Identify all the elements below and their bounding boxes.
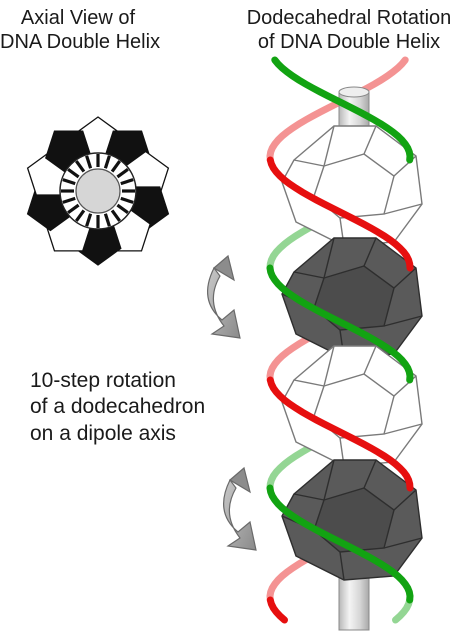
axial-spoke bbox=[110, 160, 121, 173]
dodecahedron-edge bbox=[383, 203, 423, 215]
dodecahedron-edge bbox=[393, 489, 417, 511]
axial-spoke bbox=[75, 160, 86, 173]
axial-view-title-line-2: DNA Double Helix bbox=[0, 31, 161, 54]
axial-spoke bbox=[103, 155, 111, 169]
dodecahedron-dark-upper bbox=[281, 237, 423, 359]
dodecahedron-edge bbox=[339, 551, 345, 581]
axial-view-title: Axial View of DNA Double Helix bbox=[0, 6, 161, 55]
rotation-arrow-lower bbox=[223, 466, 257, 551]
helix-strand-green bbox=[271, 56, 414, 164]
rotation-caption-line-3: on a dipole axis bbox=[30, 421, 176, 445]
helix-strand-green bbox=[392, 596, 414, 624]
rotation-caption: 10-step rotation of a dodecahedron on a … bbox=[30, 368, 250, 447]
dodecahedron-edge bbox=[383, 423, 423, 435]
dodecahedron-edge bbox=[293, 271, 325, 279]
dodecahedral-rotation-title-line-1: Dodecahedral Rotation bbox=[246, 7, 452, 29]
axial-center-axis bbox=[75, 168, 121, 214]
dodecahedron-edge bbox=[363, 125, 377, 155]
helix-strand-red bbox=[266, 596, 288, 624]
axial-spoke bbox=[120, 196, 134, 204]
dodecahedron-edge bbox=[323, 345, 335, 387]
rotation-arrow-upper bbox=[207, 254, 241, 339]
axial-spoke bbox=[103, 213, 111, 227]
dodecahedron-edge bbox=[293, 493, 325, 501]
axial-view-diagram bbox=[26, 116, 170, 266]
axial-spoke bbox=[120, 178, 134, 186]
dodecahedron-light-lower bbox=[281, 345, 423, 467]
dodecahedron-edge bbox=[393, 267, 417, 289]
dodecahedron-edge bbox=[323, 459, 335, 501]
axial-view-title-line-1: Axial View of bbox=[20, 7, 136, 29]
dodecahedron-edge bbox=[323, 125, 335, 167]
axial-spoke bbox=[116, 203, 129, 214]
axial-base-pair-spokes bbox=[61, 154, 135, 228]
axial-spoke bbox=[110, 209, 121, 222]
rotation-caption-line-2: of a dodecahedron bbox=[30, 395, 206, 419]
rotation-caption-line-1: 10-step rotation bbox=[30, 369, 176, 392]
axial-spoke bbox=[75, 209, 86, 222]
dodecahedron-edge bbox=[293, 159, 325, 167]
dodecahedron-edge bbox=[363, 237, 377, 267]
dodecahedral-rotation-title-line-2: of DNA Double Helix bbox=[257, 31, 441, 54]
helix-strand-red bbox=[266, 156, 414, 272]
dodecahedron-edge bbox=[323, 237, 335, 279]
dodecahedron-edge bbox=[293, 379, 325, 387]
axial-spoke bbox=[62, 178, 76, 186]
helix-strand-green bbox=[266, 264, 414, 384]
dodecahedron-edge bbox=[363, 345, 377, 375]
axial-spoke bbox=[67, 168, 80, 179]
dodecahedron-edge bbox=[363, 459, 377, 489]
helix-strand-red bbox=[266, 376, 414, 492]
helix-strand-green bbox=[266, 484, 414, 604]
dodecahedron-light-upper bbox=[281, 125, 423, 247]
axial-spoke bbox=[116, 168, 129, 179]
axial-spoke bbox=[67, 203, 80, 214]
dodecahedron-edge bbox=[383, 537, 423, 549]
axial-spoke bbox=[62, 196, 76, 204]
helix-strand-red bbox=[266, 56, 409, 164]
axial-spoke bbox=[85, 155, 93, 169]
dodecahedron-dark-lower bbox=[281, 459, 423, 581]
axial-spoke bbox=[85, 213, 93, 227]
dodecahedral-rotation-title: Dodecahedral Rotation of DNA Double Heli… bbox=[228, 6, 470, 55]
helix-front-strands bbox=[266, 56, 414, 624]
dodecahedron-edge bbox=[383, 315, 423, 327]
